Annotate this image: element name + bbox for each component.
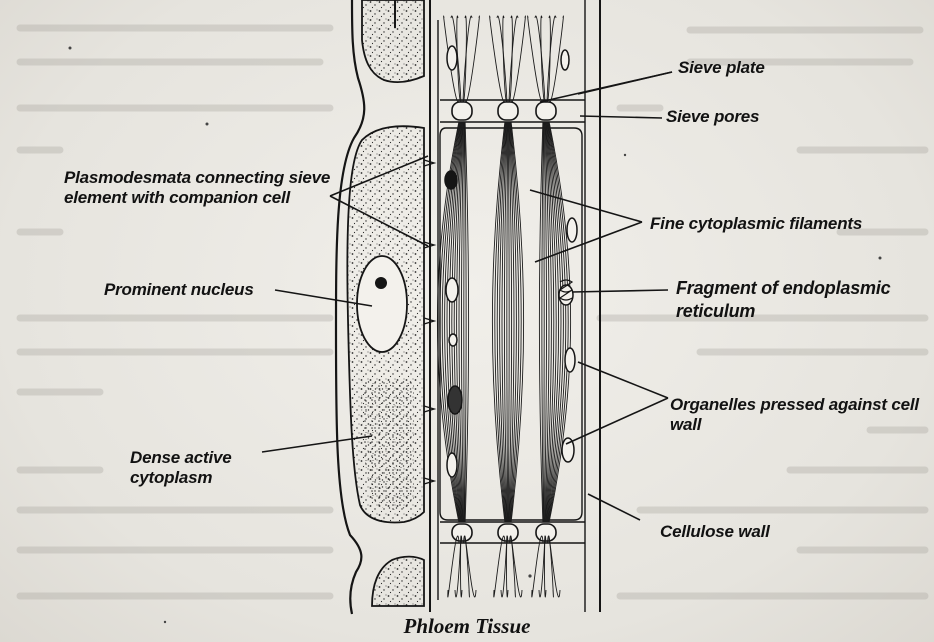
label-fine-filaments: Fine cytoplasmic filaments — [650, 214, 862, 234]
label-dense-cytoplasm: Dense active cytoplasm — [130, 448, 270, 488]
label-sieve-pores: Sieve pores — [666, 107, 759, 127]
label-cellulose-wall: Cellulose wall — [660, 522, 770, 542]
lower-companion-cell — [372, 557, 424, 606]
label-sieve-plate: Sieve plate — [678, 58, 765, 78]
nucleolus — [375, 277, 387, 289]
label-plasmodesmata: Plasmodesmata connecting sieve element w… — [64, 168, 334, 208]
figure-caption: Phloem Tissue — [0, 614, 934, 639]
label-prominent-nucleus: Prominent nucleus — [104, 280, 254, 300]
label-endoplasmic-reticulum: Fragment of endoplasmic reticulum — [676, 277, 916, 323]
label-organelles: Organelles pressed against cell wall — [670, 395, 930, 435]
upper-companion-cell — [362, 0, 424, 82]
sieve-plate-top — [440, 100, 585, 122]
